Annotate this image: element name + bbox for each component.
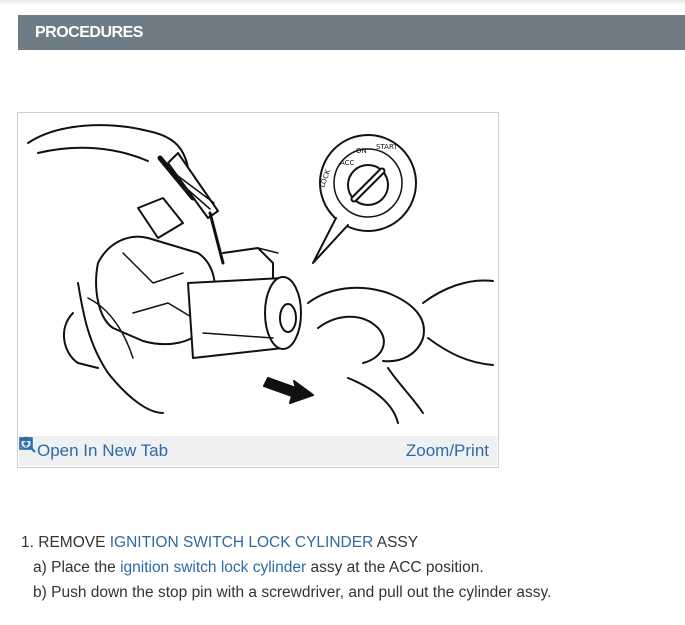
step-1a: a) Place the ignition switch lock cylind…: [21, 555, 551, 580]
ignition-switch-lock-cylinder-inline-link[interactable]: ignition switch lock cylinder: [120, 559, 307, 576]
step-1a-marker: a): [33, 559, 47, 576]
dial-label-acc: ACC: [340, 159, 355, 167]
section-title: PROCEDURES: [35, 23, 143, 41]
step-1b: b) Push down the stop pin with a screwdr…: [21, 580, 551, 605]
step-1a-suffix: assy at the ACC position.: [310, 559, 484, 576]
step-1-suffix: ASSY: [376, 534, 419, 551]
zoom-print-link[interactable]: Zoom/Print: [19, 436, 489, 461]
step-1b-marker: b): [33, 584, 47, 601]
step-1-prefix: REMOVE: [38, 534, 106, 551]
zoom-in-icon: [19, 436, 36, 453]
step-1a-prefix: Place the: [51, 559, 116, 576]
open-in-new-tab-link[interactable]: Open In New Tab: [19, 437, 169, 461]
step-1: 1. REMOVE IGNITION SWITCH LOCK CYLINDER …: [21, 530, 551, 555]
ignition-switch-lock-cylinder-link[interactable]: IGNITION SWITCH LOCK CYLINDER: [109, 534, 374, 551]
procedure-steps: 1. REMOVE IGNITION SWITCH LOCK CYLINDER …: [21, 530, 551, 605]
zoom-print-label: Zoom/Print: [405, 441, 489, 460]
dial-label-start: START: [376, 143, 398, 151]
step-1b-text: Push down the stop pin with a screwdrive…: [51, 584, 552, 601]
ignition-cylinder-illustration: ACC ON START LOCK: [27, 124, 494, 424]
procedure-figure: ACC ON START LOCK Open In New Tab Zoom/P…: [17, 112, 499, 468]
open-in-new-tab-label: Open In New Tab: [37, 441, 169, 460]
section-header: PROCEDURES: [18, 15, 685, 50]
step-1-number: 1.: [21, 534, 34, 551]
dial-label-on: ON: [356, 147, 367, 155]
top-divider: [0, 0, 685, 5]
figure-toolbar: Open In New Tab Zoom/Print: [19, 436, 497, 466]
